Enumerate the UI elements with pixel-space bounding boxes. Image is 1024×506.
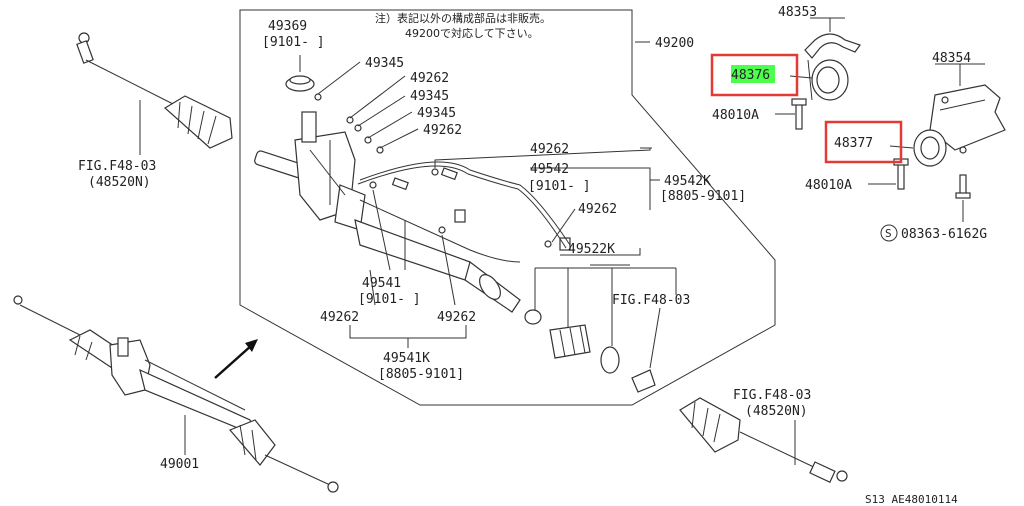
label-fig-right-bottom: FIG.F48-03 (733, 388, 811, 403)
label-49369: 49369 (268, 19, 307, 34)
label-49262-d: 49262 (578, 202, 617, 217)
highlight-fill-48376 (731, 65, 775, 83)
label-49541K-code: [8805-9101] (378, 367, 464, 382)
bolt-48010A-bottom (893, 158, 909, 190)
rack-assembly-49001 (13, 295, 339, 493)
label-49262-b: 49262 (423, 123, 462, 138)
bolt-48010A-top (791, 98, 807, 130)
label-48354: 48354 (932, 51, 971, 66)
label-fig-right-bottom-code: (48520N) (745, 404, 808, 419)
leader-lines-frame (317, 41, 677, 369)
label-49541K: 49541K (383, 351, 430, 366)
label-49542K: 49542K (664, 174, 711, 189)
assembly-frame-49200 (239, 9, 776, 406)
label-49542: 49542 (530, 162, 569, 177)
highlight-box-48376 (710, 53, 799, 97)
label-fig-left-top-code: (48520N) (88, 175, 151, 190)
pipes-49542 (357, 161, 571, 263)
label-48010A-bottom: 48010A (805, 178, 852, 193)
footer-code: S13 AE48010114 (865, 493, 958, 506)
label-49369-code: [9101- ] (262, 35, 325, 50)
label-48377: 48377 (834, 136, 873, 151)
label-49200: 49200 (655, 36, 694, 51)
label-49345-c: 49345 (417, 106, 456, 121)
boot-kit-49522K (524, 309, 656, 393)
note-line-1: 注）表記以外の構成部品は非販売。 (375, 11, 551, 25)
s-symbol-circle (880, 224, 898, 242)
label-08363: 08363-6162G (901, 227, 987, 242)
label-49345-a: 49345 (365, 56, 404, 71)
label-49542K-code: [8805-9101] (660, 189, 746, 204)
note-line-2: 49200で対応して下さい。 (405, 26, 539, 40)
fittings (314, 93, 571, 251)
label-49345-b: 49345 (410, 89, 449, 104)
bushing-48376 (807, 59, 849, 101)
label-49262-c: 49262 (530, 142, 569, 157)
label-49541: 49541 (362, 276, 401, 291)
label-48376: 48376 (731, 68, 770, 83)
label-fig-f48-03-mid: FIG.F48-03 (612, 293, 690, 308)
label-49262-a: 49262 (410, 71, 449, 86)
label-fig-left-top: FIG.F48-03 (78, 159, 156, 174)
label-49522K: 49522K (568, 242, 615, 257)
label-48353: 48353 (778, 5, 817, 20)
label-49262-f: 49262 (437, 310, 476, 325)
label-49542-code: [9101- ] (528, 179, 591, 194)
direction-arrow (214, 339, 258, 379)
grommet-49369 (285, 75, 315, 92)
label-49262-e: 49262 (320, 310, 359, 325)
label-s-symbol: S (885, 227, 892, 240)
highlight-box-48377 (824, 120, 903, 164)
label-49541-code: [9101- ] (358, 292, 421, 307)
screw-08363 (955, 146, 971, 199)
label-48010A-top: 48010A (712, 108, 759, 123)
bushing-48377 (913, 129, 947, 167)
tie-rod-end-right-bottom (679, 397, 848, 483)
clamp-48353 (804, 33, 861, 59)
label-49001: 49001 (160, 457, 199, 472)
tie-rod-end-left-top (76, 32, 233, 149)
